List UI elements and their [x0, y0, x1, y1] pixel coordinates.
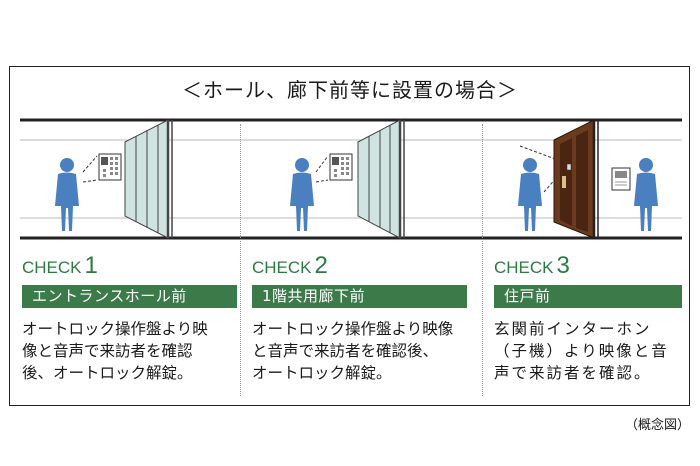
sight-line-1 — [82, 155, 98, 183]
description-line: 後、オートロック解錠。 — [22, 364, 193, 382]
concept-note: （概念図） — [624, 418, 690, 433]
intercom-monitor — [611, 167, 631, 191]
check-number: 2 — [314, 252, 328, 279]
location-bar: 1階共用廊下前 — [252, 285, 467, 308]
scene-3 — [518, 119, 658, 239]
divider-2 — [482, 124, 483, 396]
description: オートロック操作盤より映像 と音声で来訪者を確認後、 オートロック解錠。 — [252, 318, 467, 384]
check-number: 3 — [556, 252, 570, 279]
sight-line-2 — [315, 155, 329, 183]
scene-1 — [55, 119, 173, 239]
description-line: （子機）より映像と音 — [494, 342, 669, 360]
description: オートロック操作盤より映 像と音声で来訪者を確認 後、オートロック解錠。 — [22, 318, 237, 384]
diagram-title: ＜ホール、廊下前等に設置の場合＞ — [182, 78, 518, 102]
description-line: 声で来訪者を確認。 — [494, 364, 652, 382]
person-figure-2 — [290, 158, 314, 231]
scene-2 — [290, 119, 405, 239]
unit-door — [553, 119, 599, 239]
location-bar: エントランスホール前 — [22, 285, 237, 308]
diagram-frame — [9, 66, 690, 406]
person-figure-1 — [55, 158, 79, 231]
description-line: オートロック操作盤より映像 — [252, 320, 454, 338]
check-label: CHECK — [22, 258, 82, 277]
description: 玄関前インターホン （子機）より映像と音 声で来訪者を確認。 — [494, 318, 682, 384]
description-line: と音声で来訪者を確認後、 — [252, 342, 439, 360]
check-label: CHECK — [252, 258, 312, 277]
check-label: CHECK — [494, 258, 554, 277]
resident-figure — [634, 158, 658, 231]
glass-door-2 — [357, 119, 405, 239]
description-line: オートロック操作盤より映 — [22, 320, 208, 338]
location-bar: 住戸前 — [494, 285, 682, 308]
scene-illustration — [20, 118, 682, 240]
description-line: オートロック解錠。 — [252, 364, 392, 382]
control-panel-1 — [98, 153, 122, 181]
description-line: 像と音声で来訪者を確認 — [22, 342, 193, 360]
description-line: 玄関前インターホン — [494, 320, 652, 338]
person-figure-3 — [518, 158, 542, 231]
glass-door-1 — [124, 119, 173, 239]
control-panel-2 — [329, 153, 353, 181]
divider-1 — [240, 124, 241, 396]
check-number: 1 — [84, 252, 98, 279]
